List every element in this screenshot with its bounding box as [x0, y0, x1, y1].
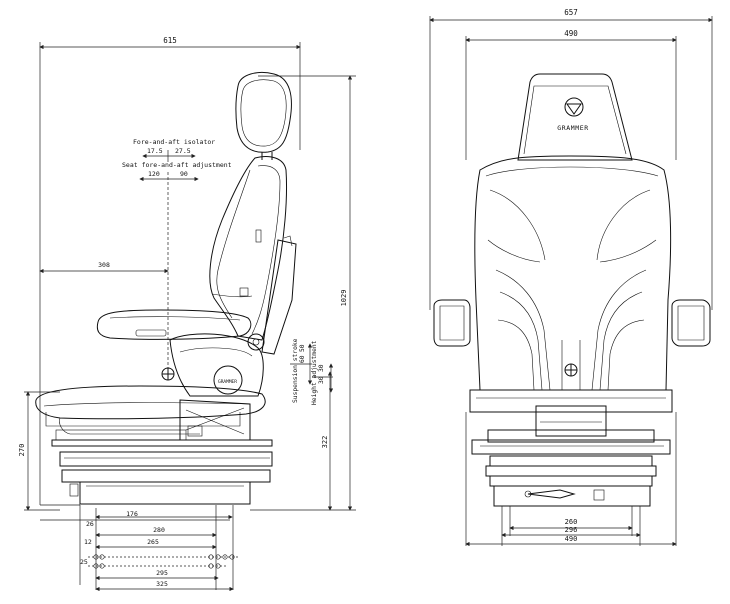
- dim-overall-width-front: 657: [429, 8, 713, 310]
- armrest-right-front: [671, 299, 711, 347]
- label-490-top: 490: [564, 29, 578, 38]
- headrest-side: [235, 72, 292, 153]
- dim-base-front: 260 296 490: [465, 412, 677, 547]
- dim-backrest-width: 490: [465, 29, 677, 160]
- isolator-left: 17.5: [147, 147, 163, 155]
- suspension-value: 60: [299, 355, 306, 363]
- height-label: Height adjustment: [311, 340, 318, 405]
- height-value: 30: [318, 376, 325, 384]
- label-176: 176: [126, 510, 138, 518]
- front-view: 657 490 GRAMMER: [429, 8, 713, 547]
- adjust-title: Seat fore-and-aft adjustment: [122, 161, 232, 169]
- label-260: 260: [565, 518, 578, 526]
- side-view: 615 Fore-and-aft isolator 17.5 27.5 Seat…: [18, 36, 356, 592]
- dim-base-height: 270: [18, 391, 60, 511]
- armrest-side: [96, 309, 252, 340]
- dim-backrest-offset: 308: [39, 261, 169, 274]
- dim-isolator: Fore-and-aft isolator 17.5 27.5: [133, 138, 215, 162]
- isolator-right: 27.5: [175, 147, 191, 155]
- label-490-bottom: 490: [565, 535, 578, 543]
- base-side: [59, 451, 273, 467]
- dim-overall-height: 1029: [250, 75, 356, 511]
- label-325: 325: [156, 580, 168, 588]
- dim-fore-aft-adjust: Seat fore-and-aft adjustment 120 90: [122, 161, 232, 375]
- label-26: 26: [86, 520, 94, 528]
- adjust-left: 120: [148, 170, 160, 178]
- suspension-label: Suspension stroke: [292, 338, 299, 403]
- dim-suspension: Suspension stroke 60 50 Height adjustmen…: [290, 338, 334, 405]
- headrest-front: [517, 73, 633, 161]
- label-615: 615: [163, 36, 177, 45]
- armrest-left-front: [433, 299, 471, 347]
- adjust-right: 90: [180, 170, 188, 178]
- label-12: 12: [84, 538, 92, 546]
- label-1029: 1029: [340, 290, 348, 307]
- backrest-front: [474, 155, 672, 391]
- mount-holes: [88, 554, 240, 569]
- base-front: [493, 485, 651, 507]
- dim-mounting: 26 176 280 12 265 25: [40, 505, 240, 592]
- height-half: 30: [318, 364, 325, 372]
- label-265: 265: [147, 538, 159, 546]
- seat-side-drawing: GRAMMER: [35, 72, 297, 506]
- label-322: 322: [321, 436, 329, 449]
- label-295: 295: [156, 569, 168, 577]
- cushion-side: [35, 385, 266, 420]
- label-657: 657: [564, 8, 578, 17]
- dim-seat-height: 322: [321, 371, 333, 511]
- label-308: 308: [98, 261, 110, 269]
- brand-side-mark: GRAMMER: [218, 379, 237, 385]
- label-296: 296: [565, 526, 578, 534]
- label-280: 280: [153, 526, 165, 534]
- suspension-side: [169, 333, 264, 397]
- suspension-half: 50: [299, 344, 306, 352]
- backrest-side: [209, 156, 288, 341]
- brand-front: GRAMMER: [557, 124, 589, 132]
- isolator-title: Fore-and-aft isolator: [133, 138, 215, 146]
- dim-overall-width-side: 615: [39, 36, 301, 505]
- backrest-channels: [495, 269, 647, 391]
- label-25: 25: [80, 558, 88, 566]
- label-270: 270: [18, 444, 26, 457]
